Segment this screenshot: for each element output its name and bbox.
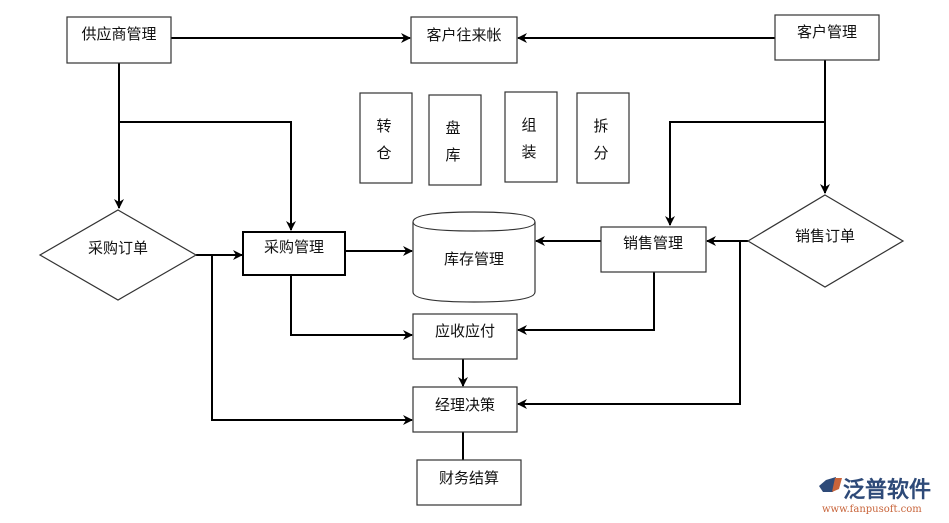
node-manager-decision[interactable]: 经理决策	[412, 386, 518, 433]
node-label: 供应商管理	[81, 25, 156, 43]
node-label: 采购订单	[88, 239, 148, 257]
logo-name: 泛普软件	[843, 477, 931, 503]
node-label: 采购管理	[264, 238, 324, 256]
logo-url: www.fanpusoft.com	[822, 504, 922, 515]
node-label: 销售订单	[795, 227, 855, 245]
node-label: 组	[521, 116, 536, 134]
node-sales-mgmt[interactable]: 销售管理	[600, 226, 707, 273]
node-label: 盘	[445, 119, 460, 137]
node-label: 仓	[376, 144, 391, 162]
node-supplier[interactable]: 供应商管理	[66, 16, 172, 64]
arrow-sales-to-receivable	[517, 272, 655, 335]
node-label: 客户往来帐	[426, 26, 501, 44]
fanpu-logo: 泛普软件 www.fanpusoft.com	[819, 477, 931, 515]
node-inventory[interactable]: 库存管理	[412, 211, 536, 303]
node-split[interactable]: 拆 分	[576, 92, 630, 184]
node-purchase-mgmt[interactable]: 采购管理	[242, 231, 346, 276]
node-receivable-payable[interactable]: 应收应付	[412, 313, 518, 360]
node-finance-settlement[interactable]: 财务结算	[416, 459, 522, 506]
node-stocktake[interactable]: 盘 库	[428, 94, 482, 186]
node-label: 装	[521, 143, 536, 161]
connectors	[114, 33, 830, 460]
node-label: 转	[376, 117, 391, 135]
arrow-purchase-to-receivable	[290, 275, 413, 340]
node-purchase-order[interactable]: 采购订单	[38, 209, 198, 301]
node-sales-order[interactable]: 销售订单	[746, 194, 905, 288]
arrow-order-to-decision	[211, 255, 413, 425]
node-label: 拆	[593, 117, 608, 135]
node-customer-account[interactable]: 客户往来帐	[410, 16, 518, 64]
node-assemble[interactable]: 组 装	[504, 91, 558, 183]
node-label: 财务结算	[439, 469, 499, 487]
node-transfer[interactable]: 转 仓	[359, 92, 413, 184]
node-customer[interactable]: 客户管理	[774, 14, 880, 61]
logo-mark-icon	[819, 477, 842, 492]
node-label: 经理决策	[435, 396, 495, 414]
node-label: 库	[445, 146, 460, 164]
node-label: 分	[593, 144, 608, 162]
arrow-supplier-to-purchase-mgmt	[119, 121, 296, 231]
node-label: 销售管理	[623, 234, 683, 252]
arrow-sales-order-to-decision	[517, 241, 741, 409]
node-label: 应收应付	[435, 322, 495, 340]
node-label: 客户管理	[797, 23, 857, 41]
node-label: 库存管理	[444, 250, 504, 268]
arrow-customer-to-sales-mgmt	[665, 121, 825, 226]
